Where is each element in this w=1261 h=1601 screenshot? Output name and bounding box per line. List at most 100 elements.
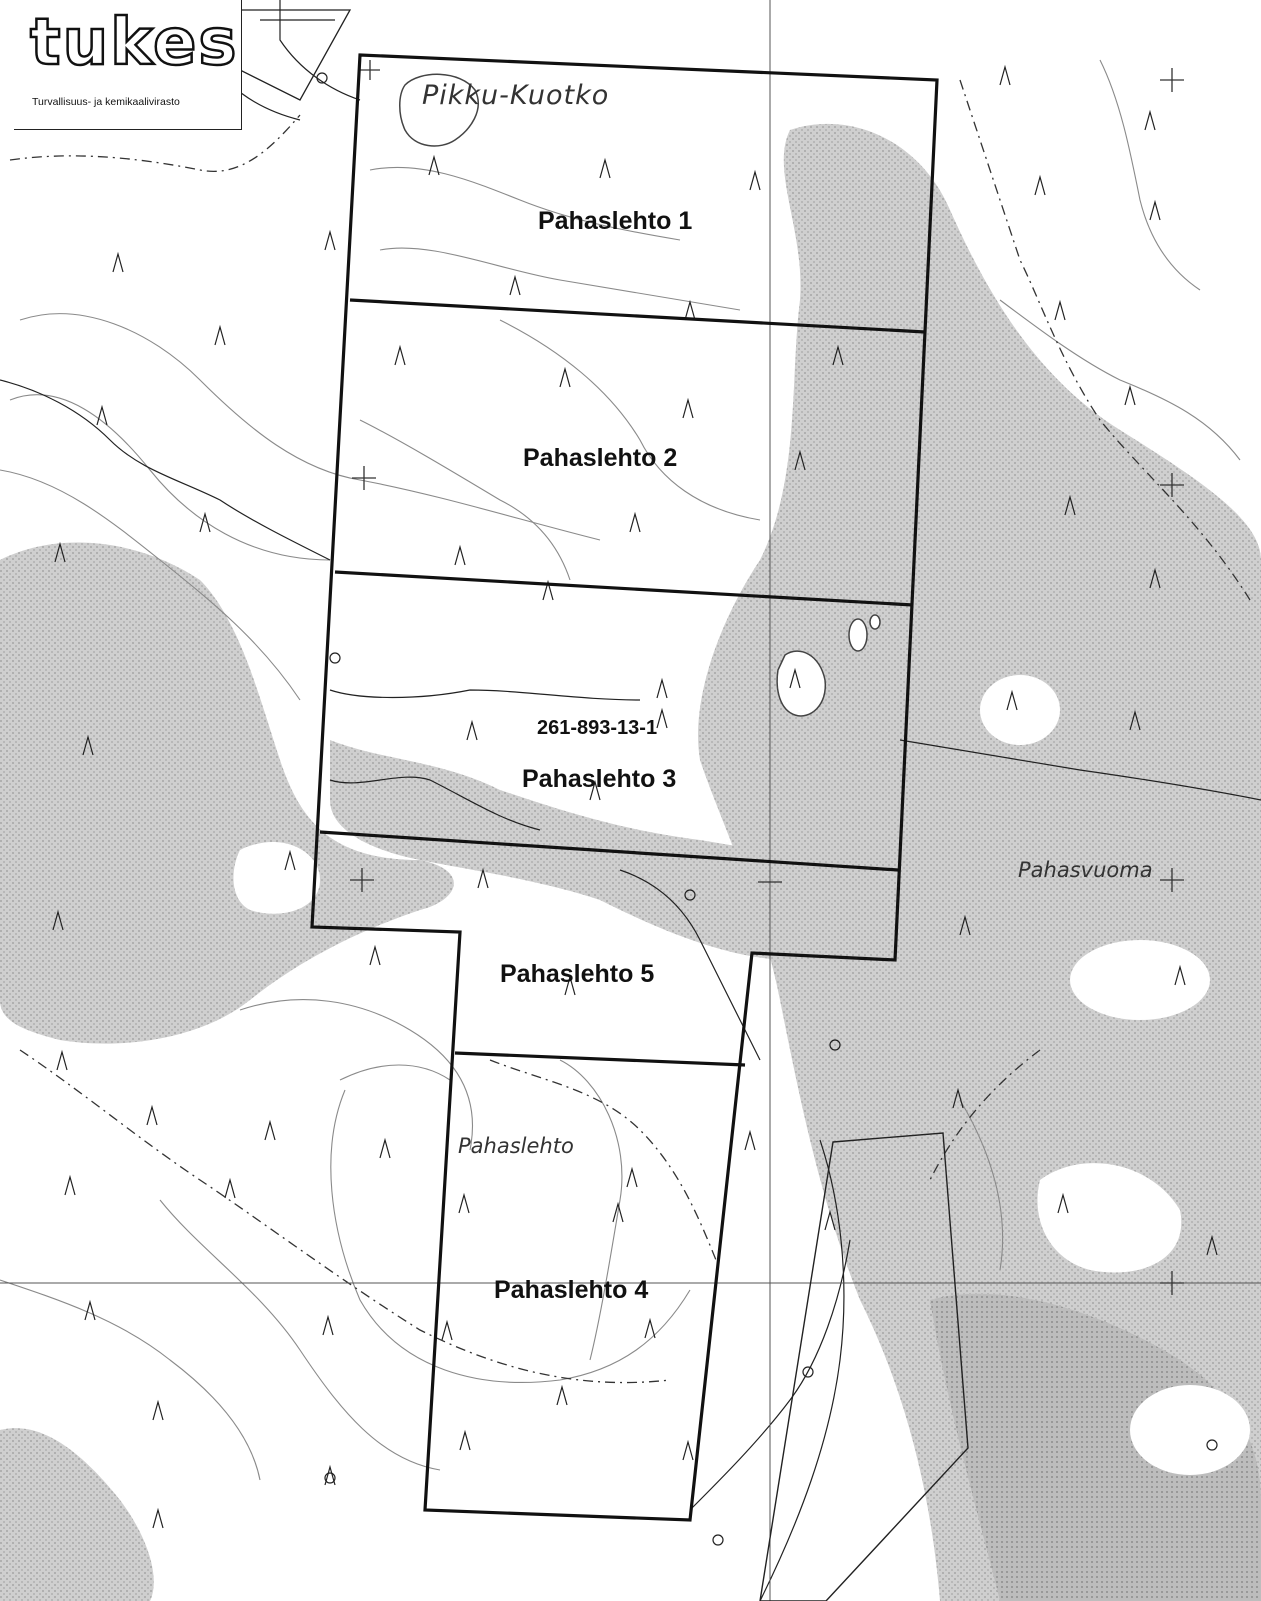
tree-symbol <box>542 579 554 601</box>
tree-symbol <box>379 1137 391 1159</box>
tree-symbol <box>1064 494 1076 516</box>
tree-symbol <box>749 169 761 191</box>
wetland-south-west <box>0 1428 154 1601</box>
tree-symbol <box>564 974 576 996</box>
tree-symbol <box>1174 964 1186 986</box>
tree-symbol <box>556 1384 568 1406</box>
wetland-west <box>0 542 454 1044</box>
tree-symbol <box>1034 174 1046 196</box>
tree-symbol <box>454 544 466 566</box>
area-label-pahaslehto-2: Pahaslehto 2 <box>523 444 678 472</box>
tree-symbol <box>459 1429 471 1451</box>
tree-symbol <box>644 1317 656 1339</box>
tree-symbol <box>369 944 381 966</box>
area-label-pahaslehto-5: Pahaslehto 5 <box>500 960 655 988</box>
tree-symbol <box>1149 199 1161 221</box>
boundary-1-2 <box>349 298 926 334</box>
tree-symbol <box>1006 689 1018 711</box>
tree-symbol <box>324 1464 336 1486</box>
tree-symbol <box>824 1209 836 1231</box>
area-label-pahaslehto-3: Pahaslehto 3 <box>522 765 677 793</box>
tree-symbol <box>629 511 641 533</box>
boundary-5-4 <box>454 1051 746 1067</box>
tree-symbol <box>199 511 211 533</box>
tree-symbol <box>656 677 668 699</box>
tree-symbol <box>1149 567 1161 589</box>
bog-name-label: Pahasvuoma <box>1018 858 1153 882</box>
lake-name-label: Pikku-Kuotko <box>422 80 610 111</box>
trails-and-ditches <box>9 79 1251 1384</box>
logo-subtitle: Turvallisuus- ja kemikaalivirasto <box>32 96 180 108</box>
tree-symbol <box>56 1049 68 1071</box>
lake-pikku-kuotko <box>399 73 479 147</box>
tree-symbol <box>959 914 971 936</box>
tree-symbol <box>54 541 66 563</box>
boulder-symbol <box>712 1534 724 1546</box>
claim-id-label: 261-893-13-1 <box>537 717 658 739</box>
boulder-symbol <box>316 72 328 84</box>
tree-symbol <box>1206 1234 1218 1256</box>
vegetation-symbols <box>52 64 1218 1546</box>
boundary-2-3 <box>334 570 914 607</box>
tree-symbol <box>656 707 668 729</box>
wetland-south-east <box>930 1293 1261 1601</box>
tree-symbol <box>682 1439 694 1461</box>
boulder-symbol <box>329 652 341 664</box>
tree-symbol <box>264 1119 276 1141</box>
tree-symbol <box>599 157 611 179</box>
boundary-outer <box>310 53 939 1522</box>
tree-symbol <box>559 366 571 388</box>
tree-symbol <box>441 1319 453 1341</box>
tree-symbol <box>789 667 801 689</box>
wetland-islands <box>233 675 1250 1475</box>
area-label-pahaslehto-1: Pahaslehto 1 <box>538 207 693 235</box>
tree-symbol <box>1129 709 1141 731</box>
boulder-symbol <box>829 1039 841 1051</box>
tree-symbol <box>394 344 406 366</box>
tree-symbol <box>82 734 94 756</box>
pond-east <box>776 650 827 717</box>
tree-symbol <box>152 1399 164 1421</box>
adjacent-area-outline <box>759 1132 969 1601</box>
tree-symbol <box>684 299 696 321</box>
boulder-symbol <box>802 1366 814 1378</box>
grid-crosses <box>350 60 1184 1295</box>
tree-symbol <box>626 1166 638 1188</box>
tree-symbol <box>112 251 124 273</box>
tree-symbol <box>324 229 336 251</box>
tree-symbol <box>1054 299 1066 321</box>
tree-symbol <box>146 1104 158 1126</box>
tree-symbol <box>214 324 226 346</box>
tree-symbol <box>84 1299 96 1321</box>
tree-symbol <box>1144 109 1156 131</box>
tree-symbol <box>64 1174 76 1196</box>
tree-symbol <box>477 867 489 889</box>
claim-boundaries <box>310 53 939 1522</box>
water-bodies <box>399 73 881 717</box>
tree-symbol <box>612 1201 624 1223</box>
tree-symbol <box>1057 1192 1069 1214</box>
tree-symbol <box>794 449 806 471</box>
tree-symbol <box>224 1177 236 1199</box>
tree-symbol <box>284 849 296 871</box>
tree-symbol <box>96 404 108 426</box>
logo-wordmark: tukes <box>29 6 239 80</box>
tree-symbol <box>428 154 440 176</box>
tree-symbol <box>1124 384 1136 406</box>
tree-symbol <box>952 1087 964 1109</box>
tree-symbol <box>152 1507 164 1529</box>
tree-symbol <box>322 1314 334 1336</box>
tree-symbol <box>682 397 694 419</box>
boundary-3-5 <box>319 830 899 872</box>
area-label-pahaslehto-4: Pahaslehto 4 <box>494 1276 649 1304</box>
boulder-symbol <box>684 889 696 901</box>
tree-symbol <box>52 909 64 931</box>
tukes-logo: tukes Turvallisuus- ja kemikaalivirasto <box>14 0 242 130</box>
tree-symbol <box>832 344 844 366</box>
boulder-symbol <box>1206 1439 1218 1451</box>
grove-name-label: Pahaslehto <box>458 1134 574 1158</box>
boulder-symbol <box>324 1472 336 1484</box>
